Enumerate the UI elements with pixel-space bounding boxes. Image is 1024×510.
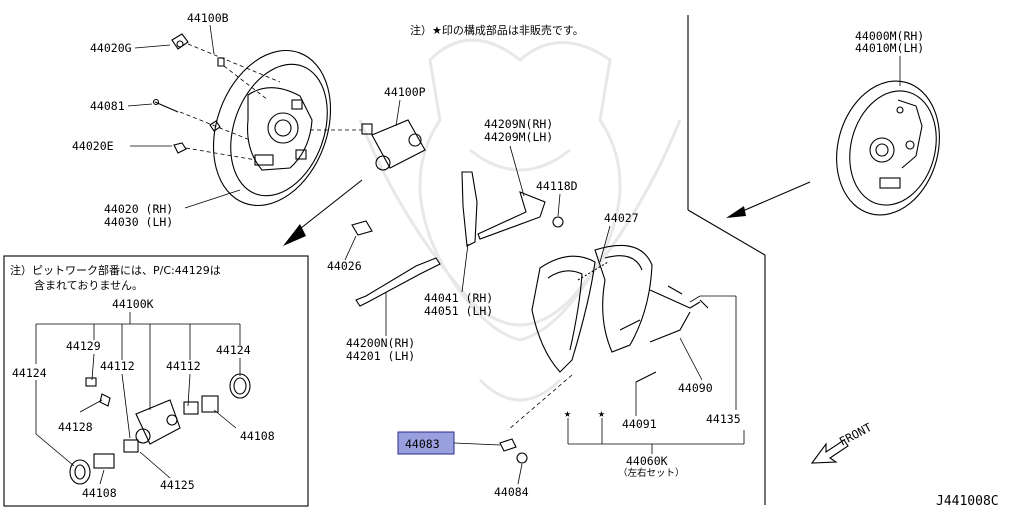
label-44090[interactable]: 44090 bbox=[678, 381, 713, 395]
label-44010M[interactable]: 44010M(LH) bbox=[855, 41, 924, 55]
label-44091[interactable]: 44091 bbox=[622, 417, 657, 431]
label-44100K[interactable]: 44100K bbox=[112, 297, 154, 311]
label-44112-right[interactable]: 44112 bbox=[166, 359, 201, 373]
watermark-emblem bbox=[358, 38, 682, 402]
front-direction-arrow: FRONT bbox=[810, 420, 874, 464]
wheel-cylinder-drawing bbox=[310, 119, 426, 171]
label-44084[interactable]: 44084 bbox=[494, 485, 529, 499]
brake-shoe-assembly-drawing bbox=[351, 171, 709, 464]
label-44000M[interactable]: 44000M(RH) bbox=[855, 29, 924, 43]
star-mark-1: ★ bbox=[564, 406, 571, 420]
label-44041[interactable]: 44041 (RH) bbox=[424, 291, 493, 305]
inset-leader-lines bbox=[35, 312, 241, 485]
panel-dividers bbox=[3, 15, 766, 507]
label-44020[interactable]: 44020 (RH) bbox=[104, 202, 173, 216]
label-44060K[interactable]: 44060K bbox=[626, 454, 668, 468]
label-44020E[interactable]: 44020E bbox=[72, 139, 114, 153]
label-44200N[interactable]: 44200N(RH) bbox=[346, 336, 415, 350]
label-44209M[interactable]: 44209M(LH) bbox=[484, 130, 553, 144]
view-arrow-inset bbox=[283, 179, 363, 246]
label-44081[interactable]: 44081 bbox=[90, 99, 125, 113]
label-44027[interactable]: 44027 bbox=[604, 211, 639, 225]
label-44020G[interactable]: 44020G bbox=[90, 41, 132, 55]
header-note: 注）★印の構成部品は非販売です。 bbox=[410, 23, 584, 37]
label-44051[interactable]: 44051 (LH) bbox=[424, 304, 493, 318]
label-44083[interactable]: 44083 bbox=[405, 437, 440, 451]
label-44124-left[interactable]: 44124 bbox=[12, 366, 47, 380]
inset-note-line2: 含まれておりません。 bbox=[34, 278, 143, 292]
label-44125[interactable]: 44125 bbox=[160, 478, 195, 492]
label-44112-left[interactable]: 44112 bbox=[100, 359, 135, 373]
inset-parts-drawing bbox=[69, 373, 251, 485]
label-44100P[interactable]: 44100P bbox=[384, 85, 426, 99]
label-44108-left[interactable]: 44108 bbox=[82, 486, 117, 500]
label-44060K-set: （左右セット） bbox=[618, 467, 685, 479]
star-mark-2: ★ bbox=[598, 406, 605, 420]
label-44026[interactable]: 44026 bbox=[327, 259, 362, 273]
label-44135[interactable]: 44135 bbox=[706, 412, 741, 426]
label-44128[interactable]: 44128 bbox=[58, 420, 93, 434]
label-44030[interactable]: 44030 (LH) bbox=[104, 215, 173, 229]
label-44201[interactable]: 44201 (LH) bbox=[346, 349, 415, 363]
inset-note-line1: 注）ピットワーク部番には、P/C:44129は bbox=[10, 263, 221, 277]
label-44129[interactable]: 44129 bbox=[66, 339, 101, 353]
brake-assembly-drawing bbox=[726, 80, 940, 218]
diagram-id: J441008C bbox=[936, 494, 999, 509]
label-44209N[interactable]: 44209N(RH) bbox=[484, 117, 553, 131]
backing-plate-drawing bbox=[152, 33, 332, 207]
label-44118D[interactable]: 44118D bbox=[536, 179, 578, 193]
front-label: FRONT bbox=[837, 420, 874, 449]
label-44100B[interactable]: 44100B bbox=[187, 11, 229, 25]
label-44108-right[interactable]: 44108 bbox=[240, 429, 275, 443]
label-44124-right[interactable]: 44124 bbox=[216, 343, 251, 357]
